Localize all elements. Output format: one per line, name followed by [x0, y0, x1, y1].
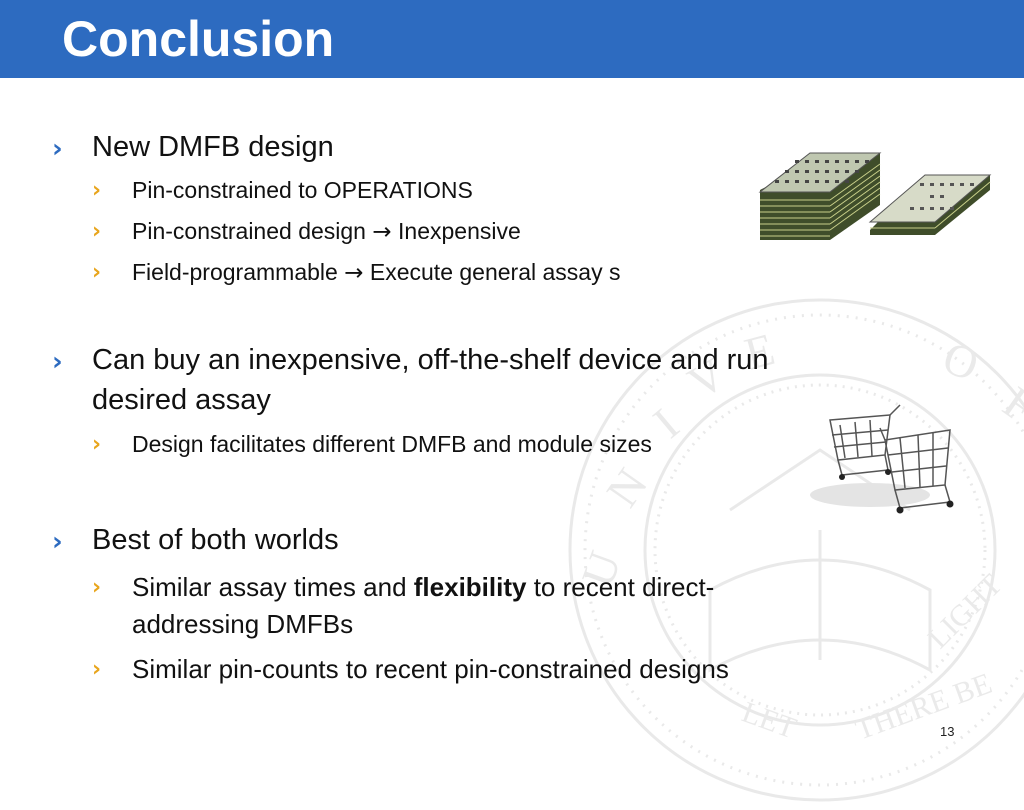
svg-text:THERE BE: THERE BE — [851, 667, 996, 747]
sub-bullet-similar-assay-times: › Similar assay times and flexibility to… — [92, 569, 714, 643]
sub-bullet-text: Design facilitates different DMFB and mo… — [132, 431, 652, 457]
sub-bullet-text: Field-programmable → Execute general ass… — [132, 256, 620, 290]
bullet-text-line-2: desired assay — [92, 384, 271, 416]
shopping-carts-image — [810, 404, 954, 514]
orange-chevron-icon: › — [92, 260, 102, 285]
svg-text:LIGHT: LIGHT — [922, 568, 1009, 655]
text-before-arrow: Pin-constrained design — [132, 218, 366, 244]
text-after-bold: to recent direct- — [526, 572, 715, 602]
sub-bullet-text-line-2: addressing DMFBs — [132, 609, 354, 639]
orange-chevron-icon: › — [92, 657, 102, 682]
bullet-text: New DMFB design — [92, 131, 334, 163]
text-after-arrow: Execute general assay s — [369, 259, 621, 285]
text-before-arrow: Field-programmable — [132, 259, 338, 285]
blue-chevron-icon: › — [52, 134, 63, 164]
slide-title: Conclusion — [62, 11, 335, 67]
right-arrow-icon: → — [344, 260, 364, 286]
bullet-best-of-both-worlds: › Best of both worlds — [52, 520, 339, 560]
sub-bullet-text: Pin-constrained to OPERATIONS — [132, 177, 473, 203]
bullet-text-line-1: Can buy an inexpensive, off-the-shelf de… — [92, 344, 769, 376]
bullet-inexpensive-device: › Can buy an inexpensive, off-the-shelf … — [52, 340, 769, 420]
sub-bullet-pin-constrained-operations: › Pin-constrained to OPERATIONS — [92, 174, 473, 207]
blue-chevron-icon: › — [52, 527, 63, 557]
right-arrow-icon: → — [372, 219, 392, 245]
bold-keyword: flexibility — [413, 572, 527, 602]
text-after-arrow: Inexpensive — [398, 218, 521, 244]
orange-chevron-icon: › — [92, 432, 102, 457]
svg-text:O: O — [937, 331, 986, 390]
sub-bullet-text: Similar pin-counts to recent pin-constra… — [132, 654, 729, 684]
title-bar — [0, 0, 1024, 78]
sub-bullet-text: Pin-constrained design → Inexpensive — [132, 215, 521, 249]
university-seal-watermark: U N I V E O F LET THERE BE LIGHT — [568, 298, 1024, 802]
dmfb-chip-stacks-image — [758, 152, 992, 240]
sub-bullet-field-programmable: › Field-programmable → Execute general a… — [92, 256, 620, 290]
sub-bullet-pin-constrained-design: › Pin-constrained design → Inexpensive — [92, 215, 521, 249]
blue-chevron-icon: › — [52, 347, 63, 377]
page-number: 13 — [940, 724, 955, 739]
sub-bullet-text-line-1: Similar assay times and flexibility to r… — [132, 569, 714, 606]
bullet-text: Best of both worlds — [92, 524, 339, 556]
orange-chevron-icon: › — [92, 178, 102, 203]
orange-chevron-icon: › — [92, 219, 102, 244]
orange-chevron-icon: › — [92, 575, 102, 600]
sub-bullet-similar-pin-counts: › Similar pin-counts to recent pin-const… — [92, 651, 729, 688]
svg-text:LET: LET — [738, 696, 801, 746]
bullet-new-dmfb-design: › New DMFB design — [52, 127, 334, 167]
sub-bullet-design-facilitates: › Design facilitates different DMFB and … — [92, 428, 652, 461]
svg-text:N: N — [596, 459, 657, 515]
text-before-bold: Similar assay times and — [132, 572, 414, 602]
